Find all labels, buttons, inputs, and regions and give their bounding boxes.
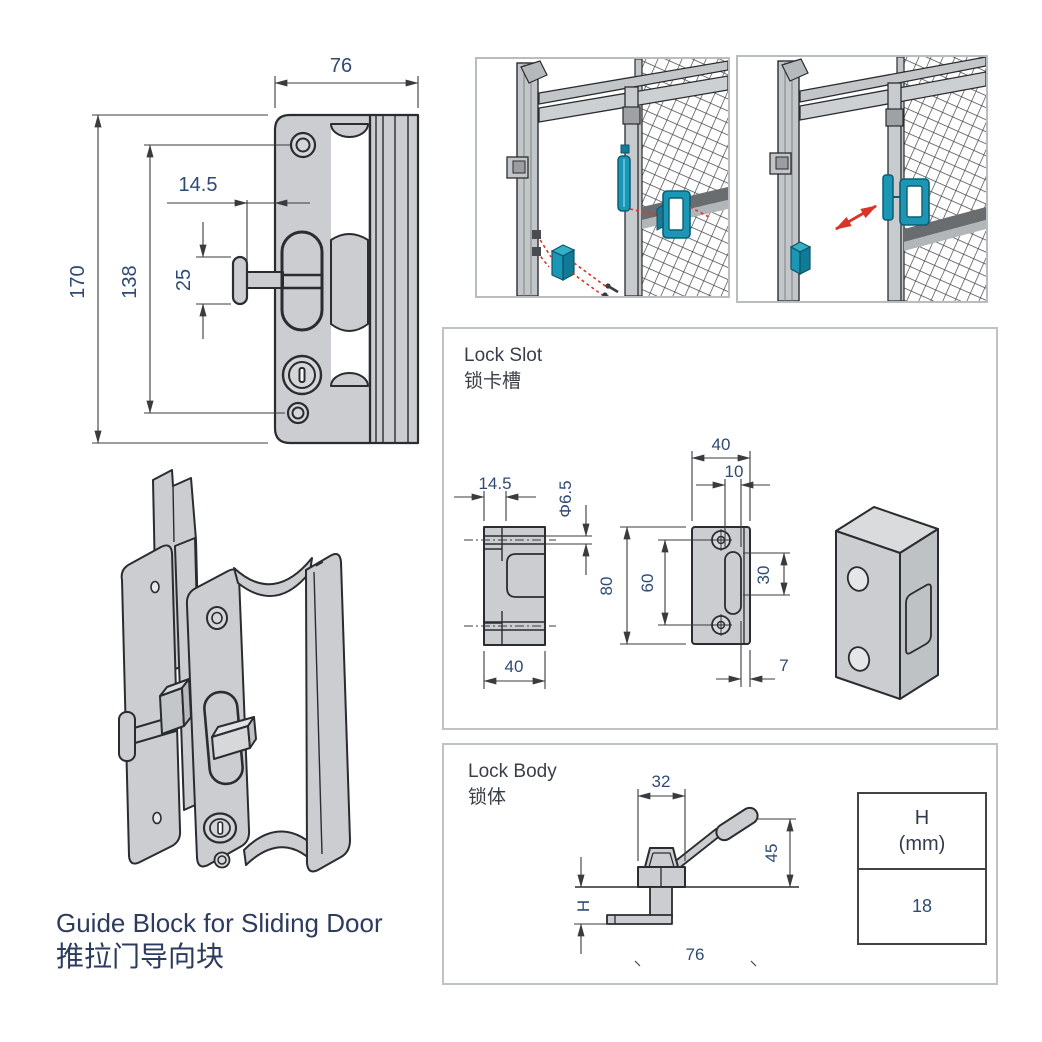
teal-lock-assembly: [882, 174, 930, 226]
corner-bracket: [520, 60, 548, 84]
latch-plate: [622, 106, 641, 125]
teal-guide-block: [550, 244, 576, 282]
leader-dashes: [536, 206, 710, 296]
lock-slot-title-zh: 锁卡槽: [464, 371, 522, 392]
lever-grip: [715, 806, 759, 842]
dim-latch-offset: 14.5: [179, 174, 218, 196]
installation-panel-assembled: [736, 55, 988, 303]
latch-plate: [885, 108, 904, 127]
lock-body-section: Lock Body 锁体 32: [442, 743, 998, 985]
latch-oval: [280, 230, 324, 332]
guide-block-isometric-drawing: [118, 469, 351, 873]
installation-panel-exploded: [475, 57, 730, 298]
latch-housing-band: [330, 233, 369, 332]
table-value-cell: 18: [911, 896, 933, 916]
lock-body-title-zh: 锁体: [468, 787, 507, 808]
lock-slot-drawing: 14.5 Φ6.5 40 40 10 80 60 30 7: [454, 435, 939, 700]
frame-post: [516, 62, 539, 296]
guide-block-caption: Guide Block for Sliding Door 推拉门导向块: [56, 906, 383, 974]
lock-body-drawing: 32 45 H 76: [574, 772, 799, 967]
frame-post: [777, 60, 800, 301]
lock-slot-side-view: [483, 526, 546, 646]
dimension-lines: [454, 451, 790, 689]
dim-edge: 7: [779, 656, 788, 675]
latch-stem: [244, 271, 284, 289]
dim-side-width: 40: [505, 657, 524, 676]
t-key: [118, 678, 192, 762]
dim-top-width: 32: [652, 772, 671, 791]
lever-arm: [672, 828, 722, 870]
dim-height: 170: [67, 265, 89, 298]
latch-knob: [231, 255, 249, 306]
mounting-screws: [532, 230, 619, 296]
table-header-h: H: [914, 807, 930, 829]
slide-direction-arrow: [834, 204, 878, 231]
handle-front-view-drawing: 76 170 138 14.5 25: [67, 55, 420, 445]
dim-screw-spacing: 138: [119, 265, 141, 298]
handle-grip: [305, 553, 351, 873]
lock-slot-isometric: [835, 506, 939, 700]
handle-top-web: [233, 557, 313, 597]
dim-slot-height: 30: [754, 566, 773, 585]
caption-en: Guide Block for Sliding Door: [56, 908, 383, 938]
dimension-lines: [92, 76, 419, 444]
table-header-unit: (mm): [898, 833, 946, 855]
dim-hole-dia: Φ6.5: [556, 480, 575, 517]
lock-slot-section: Lock Slot 锁卡槽: [442, 327, 998, 730]
caption-zh: 推拉门导向块: [56, 941, 225, 972]
lock-slot-title: Lock Slot: [464, 345, 543, 366]
table-header-cell: H (mm): [859, 794, 985, 870]
back-plate: [120, 544, 182, 865]
door-profile: [368, 113, 420, 445]
keyhole-icon: [217, 821, 224, 835]
dim-hole-spacing: 60: [638, 574, 657, 593]
exploded-illustration: [506, 59, 728, 296]
h-value-table: H (mm) 18: [857, 792, 987, 945]
keyhole-icon: [298, 367, 306, 383]
dim-front-height: 80: [597, 577, 616, 596]
dim-side-offset: 14.5: [478, 474, 511, 493]
teal-guide-block: [789, 241, 812, 276]
lock-hook: [606, 914, 673, 925]
assembled-illustration: [769, 57, 986, 301]
corner-bracket: [781, 58, 809, 82]
dim-slot-width: 10: [725, 462, 744, 481]
dim-width: 76: [330, 55, 352, 77]
lock-stem: [649, 886, 673, 918]
dim-knob-height: 25: [173, 269, 195, 291]
mesh-mid-rail: [904, 207, 986, 242]
latch-knob-3d: [211, 716, 257, 760]
dim-front-width: 40: [712, 435, 731, 454]
dimension-lines: [574, 789, 796, 967]
lock-body-title: Lock Body: [468, 761, 557, 782]
dim-lever-height: 45: [762, 844, 781, 863]
dim-base-width: 76: [686, 945, 705, 964]
dim-h-label: H: [574, 900, 593, 912]
